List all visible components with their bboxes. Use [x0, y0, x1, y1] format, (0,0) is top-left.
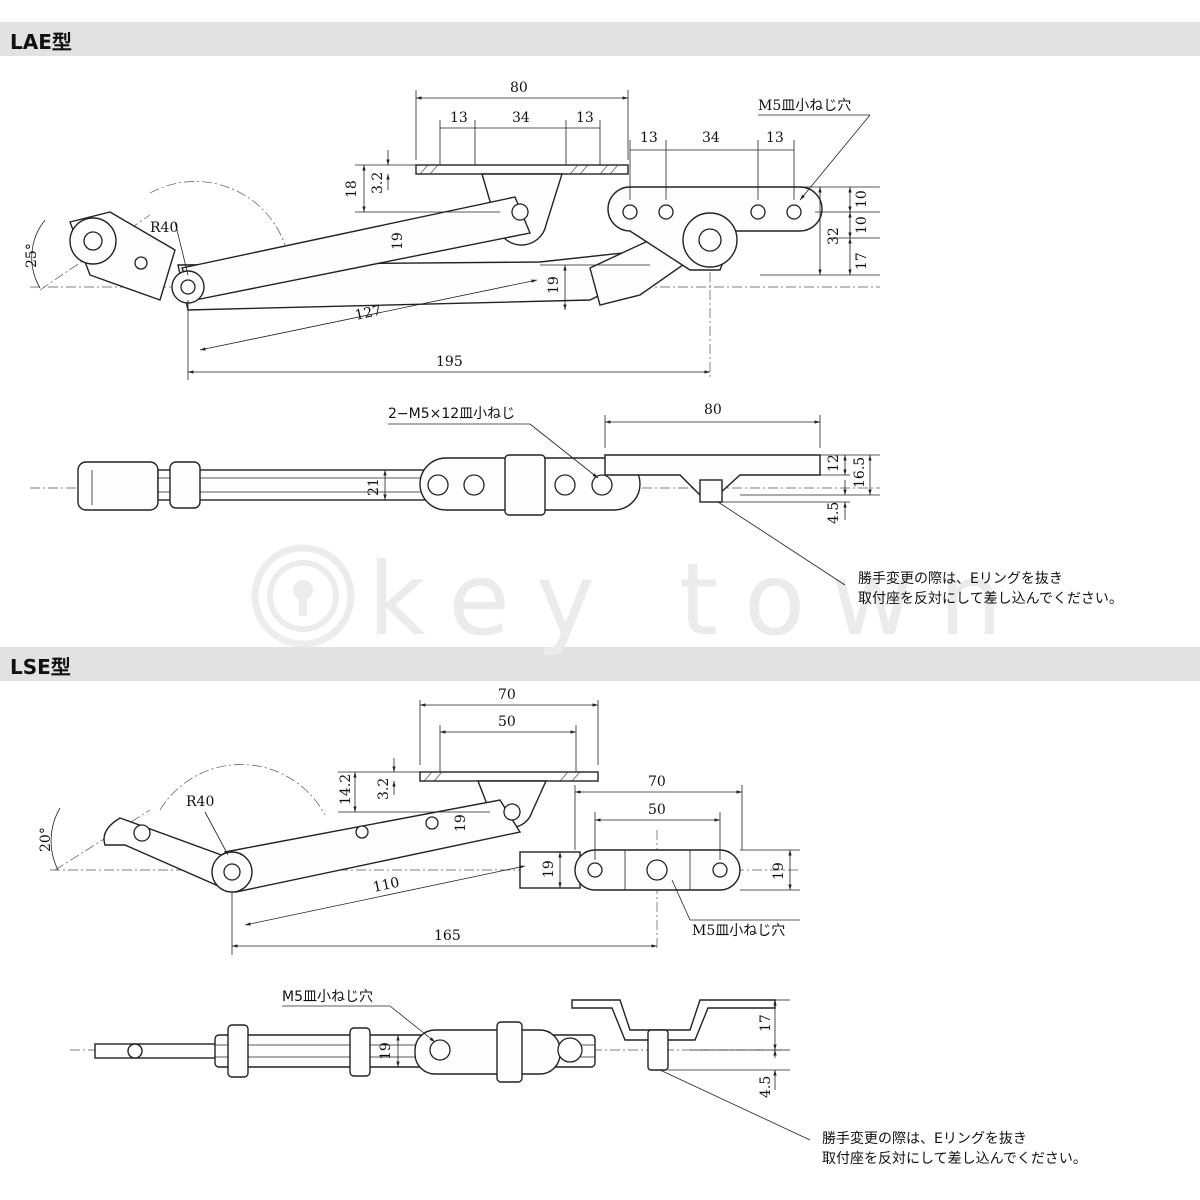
lae-mount-plate [415, 164, 629, 175]
lse-side-dim-19: 19 [378, 1042, 394, 1060]
lae-top-view: 80 13 34 13 13 34 13 M5皿小ねじ穴 18 3.2 R40 … [24, 80, 880, 380]
watermark-text: key town [368, 541, 1028, 658]
lae-side-view: 80 2−M5×12皿小ねじ 21 12 16.5 4.5 勝手変更の際は、Eリ… [30, 402, 1123, 607]
lse-side-screw-hole-label: M5皿小ねじ穴 [282, 989, 373, 1005]
lae-dim-13-right: 13 [576, 110, 594, 126]
lse-dim-50-right: 50 [648, 802, 666, 818]
lse-dim-14-2: 14.2 [338, 774, 354, 805]
lae-dim-4-5: 4.5 [826, 502, 842, 524]
lae-dim-19-arm: 19 [390, 232, 406, 250]
lae-dim-13-third: 13 [766, 130, 784, 146]
lae-dim-17: 17 [854, 252, 870, 270]
lae-screw-label: 2−M5×12皿小ねじ [388, 406, 515, 422]
lse-dim-r40: R40 [186, 794, 214, 810]
lae-dim-195: 195 [436, 354, 463, 370]
lse-side-mount-bracket [571, 999, 776, 1041]
lae-dim-21: 21 [366, 478, 382, 496]
keyhole-logo-icon [251, 544, 355, 648]
lse-dim-19-right: 19 [771, 862, 787, 880]
lae-note-line1: 勝手変更の際は、Eリングを抜き [858, 570, 1063, 587]
lse-note-line2: 取付座を反対にして差し込んでください。 [822, 1151, 1087, 1167]
lae-seat-hole [622, 204, 638, 220]
lae-dim-127: 127 [354, 303, 383, 324]
lae-dim-3-2: 3.2 [370, 172, 386, 194]
lae-dim-34-second: 34 [702, 130, 720, 146]
lae-note-line2: 取付座を反対にして差し込んでください。 [858, 591, 1123, 607]
lae-dim-32: 32 [826, 227, 842, 245]
lse-dim-110: 110 [372, 875, 401, 896]
lae-dim-12: 12 [826, 454, 842, 472]
lae-dim-80: 80 [510, 80, 528, 96]
lse-mount-plate [419, 771, 599, 782]
lae-dim-16-5: 16.5 [852, 457, 868, 488]
lse-dim-165: 165 [434, 928, 461, 944]
lse-dim-70-right: 70 [648, 774, 666, 790]
lse-side-view: M5皿小ねじ穴 19 17 4.5 勝手変更の際は、Eリングを抜き 取付座を反対… [70, 989, 1087, 1167]
lse-screw-hole-label: M5皿小ねじ穴 [692, 923, 785, 939]
lae-dim-13-second: 13 [640, 130, 658, 146]
lae-dim-13-left: 13 [450, 110, 468, 126]
watermark: key town [251, 541, 1028, 658]
lse-dim-50-top: 50 [498, 714, 516, 730]
section-header-lae: LAE型 [0, 22, 1200, 56]
lse-side-arm-end [94, 1043, 236, 1059]
lae-dim-r40: R40 [150, 220, 178, 236]
lae-side-end-block [77, 461, 159, 511]
lse-dim-3-2: 3.2 [376, 778, 392, 800]
lae-dim-18: 18 [344, 180, 360, 198]
section-title-lae: LAE型 [10, 30, 72, 54]
lse-dim-19-left: 19 [541, 860, 557, 878]
lae-dim-10-a: 10 [854, 190, 870, 208]
lse-dim-19-arm: 19 [453, 814, 469, 832]
section-header-lse: LSE型 [0, 647, 1200, 681]
lse-upper-arm [224, 799, 522, 893]
lse-side-dim-17: 17 [758, 1014, 774, 1032]
lae-dim-19-vert: 19 [546, 276, 562, 294]
lse-dim-70-top: 70 [498, 687, 516, 703]
lae-dim-25deg: 25° [24, 243, 40, 268]
lse-dim-20deg: 20° [38, 827, 54, 852]
lse-side-dim-4-5: 4.5 [758, 1076, 774, 1098]
lse-top-view: 70 50 14.2 3.2 R40 20° 19 110 165 70 50 … [38, 687, 800, 955]
lse-note-line1: 勝手変更の際は、Eリングを抜き [822, 1130, 1027, 1147]
lae-side-dim-80: 80 [704, 402, 722, 418]
lae-dim-10-b: 10 [854, 216, 870, 234]
section-title-lse: LSE型 [10, 655, 71, 679]
lae-screw-hole-label: M5皿小ねじ穴 [758, 98, 851, 114]
lae-dim-34: 34 [512, 110, 530, 126]
